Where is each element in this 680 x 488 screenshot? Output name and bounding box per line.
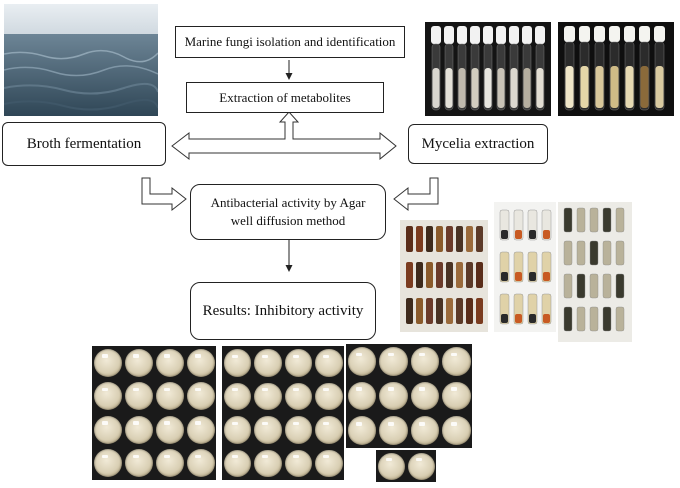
node-broth-fermentation: Broth fermentation <box>2 122 166 166</box>
petri-dish <box>124 449 153 478</box>
petri-dish <box>347 347 376 376</box>
petri-dish-results-photo <box>92 344 482 484</box>
petri-dish <box>410 347 439 376</box>
petri-dish <box>315 349 343 377</box>
node-extraction: Extraction of metabolites <box>186 82 384 113</box>
petri-dish <box>93 449 122 478</box>
petri-dish <box>347 416 376 445</box>
fungal-culture-tubes-2-photo <box>558 22 674 116</box>
petri-dish <box>442 381 471 411</box>
petri-dish <box>315 382 343 410</box>
petri-dish <box>379 381 408 411</box>
petri-dish <box>254 416 282 444</box>
petri-dish <box>379 347 408 376</box>
petri-dish <box>223 416 251 444</box>
petri-dish <box>223 382 251 410</box>
node-antibacterial-activity: Antibacterial activity by Agar well diff… <box>190 184 386 240</box>
node-broth-label: Broth fermentation <box>26 135 142 152</box>
petri-dish <box>284 449 312 477</box>
node-extraction-label: Extraction of metabolites <box>219 89 351 105</box>
petri-dish <box>315 449 343 477</box>
petri-dish <box>284 416 312 444</box>
petri-dish <box>124 382 153 411</box>
node-isolation: Marine fungi isolation and identificatio… <box>175 26 405 58</box>
petri-dish <box>155 382 184 411</box>
petri-dish <box>124 415 153 444</box>
petri-dish <box>379 416 408 445</box>
petri-dish <box>223 349 251 377</box>
petri-dish <box>284 349 312 377</box>
petri-dish <box>186 449 215 478</box>
petri-dish <box>315 416 343 444</box>
hollow-double-arrow <box>171 111 397 161</box>
node-mycelia-label: Mycelia extraction <box>421 135 535 152</box>
petri-dish <box>284 382 312 410</box>
petri-dish <box>186 348 215 377</box>
extract-vials-photo <box>400 202 676 342</box>
node-results-label: Results: Inhibitory activity <box>202 302 364 319</box>
sea-photo <box>4 4 158 116</box>
petri-dish <box>186 382 215 411</box>
petri-dish <box>407 452 435 480</box>
node-isolation-label: Marine fungi isolation and identificatio… <box>184 34 396 49</box>
node-mycelia-extraction: Mycelia extraction <box>408 124 548 164</box>
petri-dish <box>410 381 439 411</box>
petri-dish <box>377 452 405 480</box>
node-results: Results: Inhibitory activity <box>190 282 376 340</box>
petri-dish <box>155 348 184 377</box>
petri-dish <box>347 381 376 411</box>
petri-dish <box>254 449 282 477</box>
bent-arrow-left <box>141 177 187 212</box>
petri-dish <box>155 449 184 478</box>
node-antibacterial-label: Antibacterial activity by Agar well diff… <box>210 195 366 228</box>
petri-dish <box>223 449 251 477</box>
petri-dish <box>93 415 122 444</box>
petri-dish <box>442 347 471 376</box>
petri-dish <box>442 416 471 445</box>
petri-dish <box>124 348 153 377</box>
petri-dish <box>254 349 282 377</box>
petri-dish <box>186 415 215 444</box>
petri-dish <box>254 382 282 410</box>
petri-dish <box>93 348 122 377</box>
fungal-culture-tubes-photo <box>425 22 551 116</box>
bent-arrow-right <box>393 177 439 212</box>
petri-dish <box>93 382 122 411</box>
petri-dish <box>410 416 439 445</box>
petri-dish <box>155 415 184 444</box>
